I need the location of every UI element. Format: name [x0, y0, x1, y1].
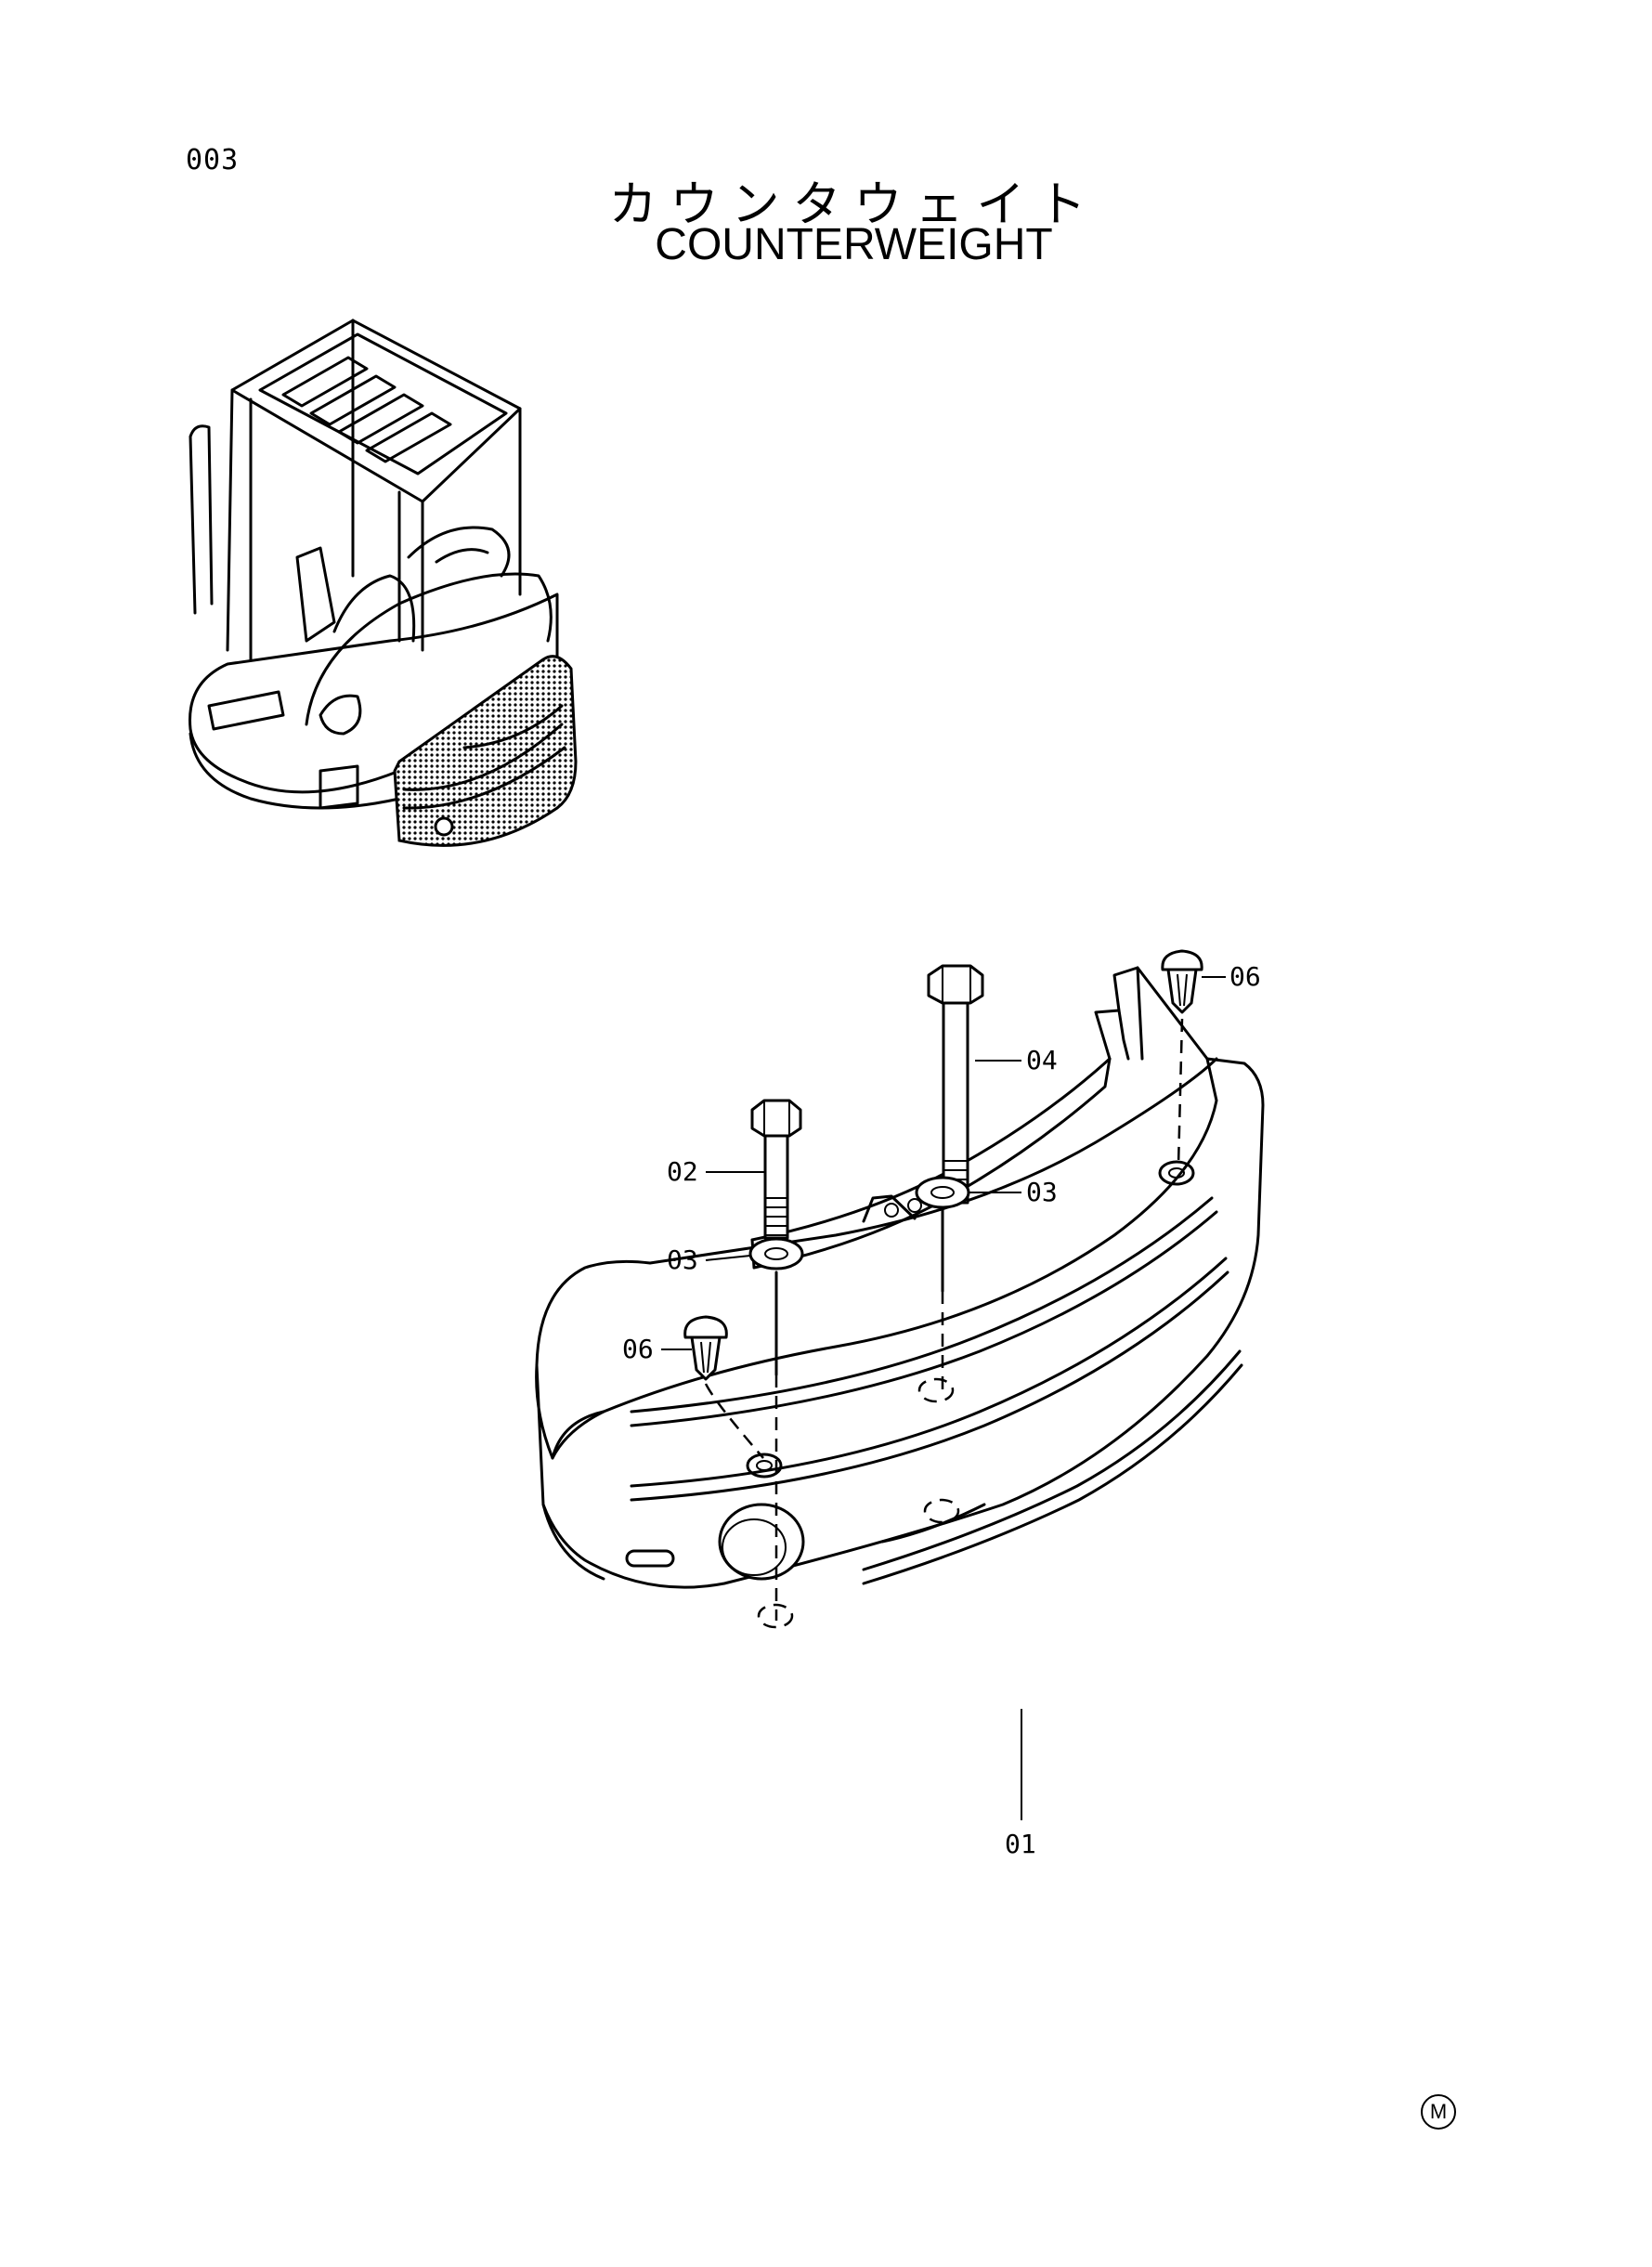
clip-06-left — [683, 1315, 728, 1381]
label-04: 04 — [1026, 1045, 1058, 1075]
label-03-left: 03 — [667, 1244, 698, 1275]
title-japanese: カウンタウェイト — [608, 177, 1099, 233]
label-01: 01 — [1005, 1829, 1036, 1859]
callout-labels: 04 03 02 03 06 06 01 — [622, 961, 1261, 1859]
label-03-right: 03 — [1026, 1177, 1058, 1207]
bolt-04 — [927, 964, 984, 1205]
clip-06-right — [1161, 949, 1203, 1014]
counterweight-highlight — [393, 655, 578, 847]
washer-03-right — [915, 1176, 970, 1209]
title-english: COUNTERWEIGHT — [655, 220, 1053, 269]
manufacturer-mark: M — [1421, 2094, 1456, 2130]
washer-03-left — [748, 1237, 804, 1270]
label-02: 02 — [667, 1156, 698, 1187]
label-06-left: 06 — [622, 1334, 654, 1364]
bolt-02 — [750, 1099, 802, 1240]
counterweight-body — [535, 966, 1265, 1629]
machine-overview-illustration — [189, 319, 578, 847]
label-06-right: 06 — [1229, 961, 1261, 992]
page-number: 003 — [186, 144, 240, 176]
